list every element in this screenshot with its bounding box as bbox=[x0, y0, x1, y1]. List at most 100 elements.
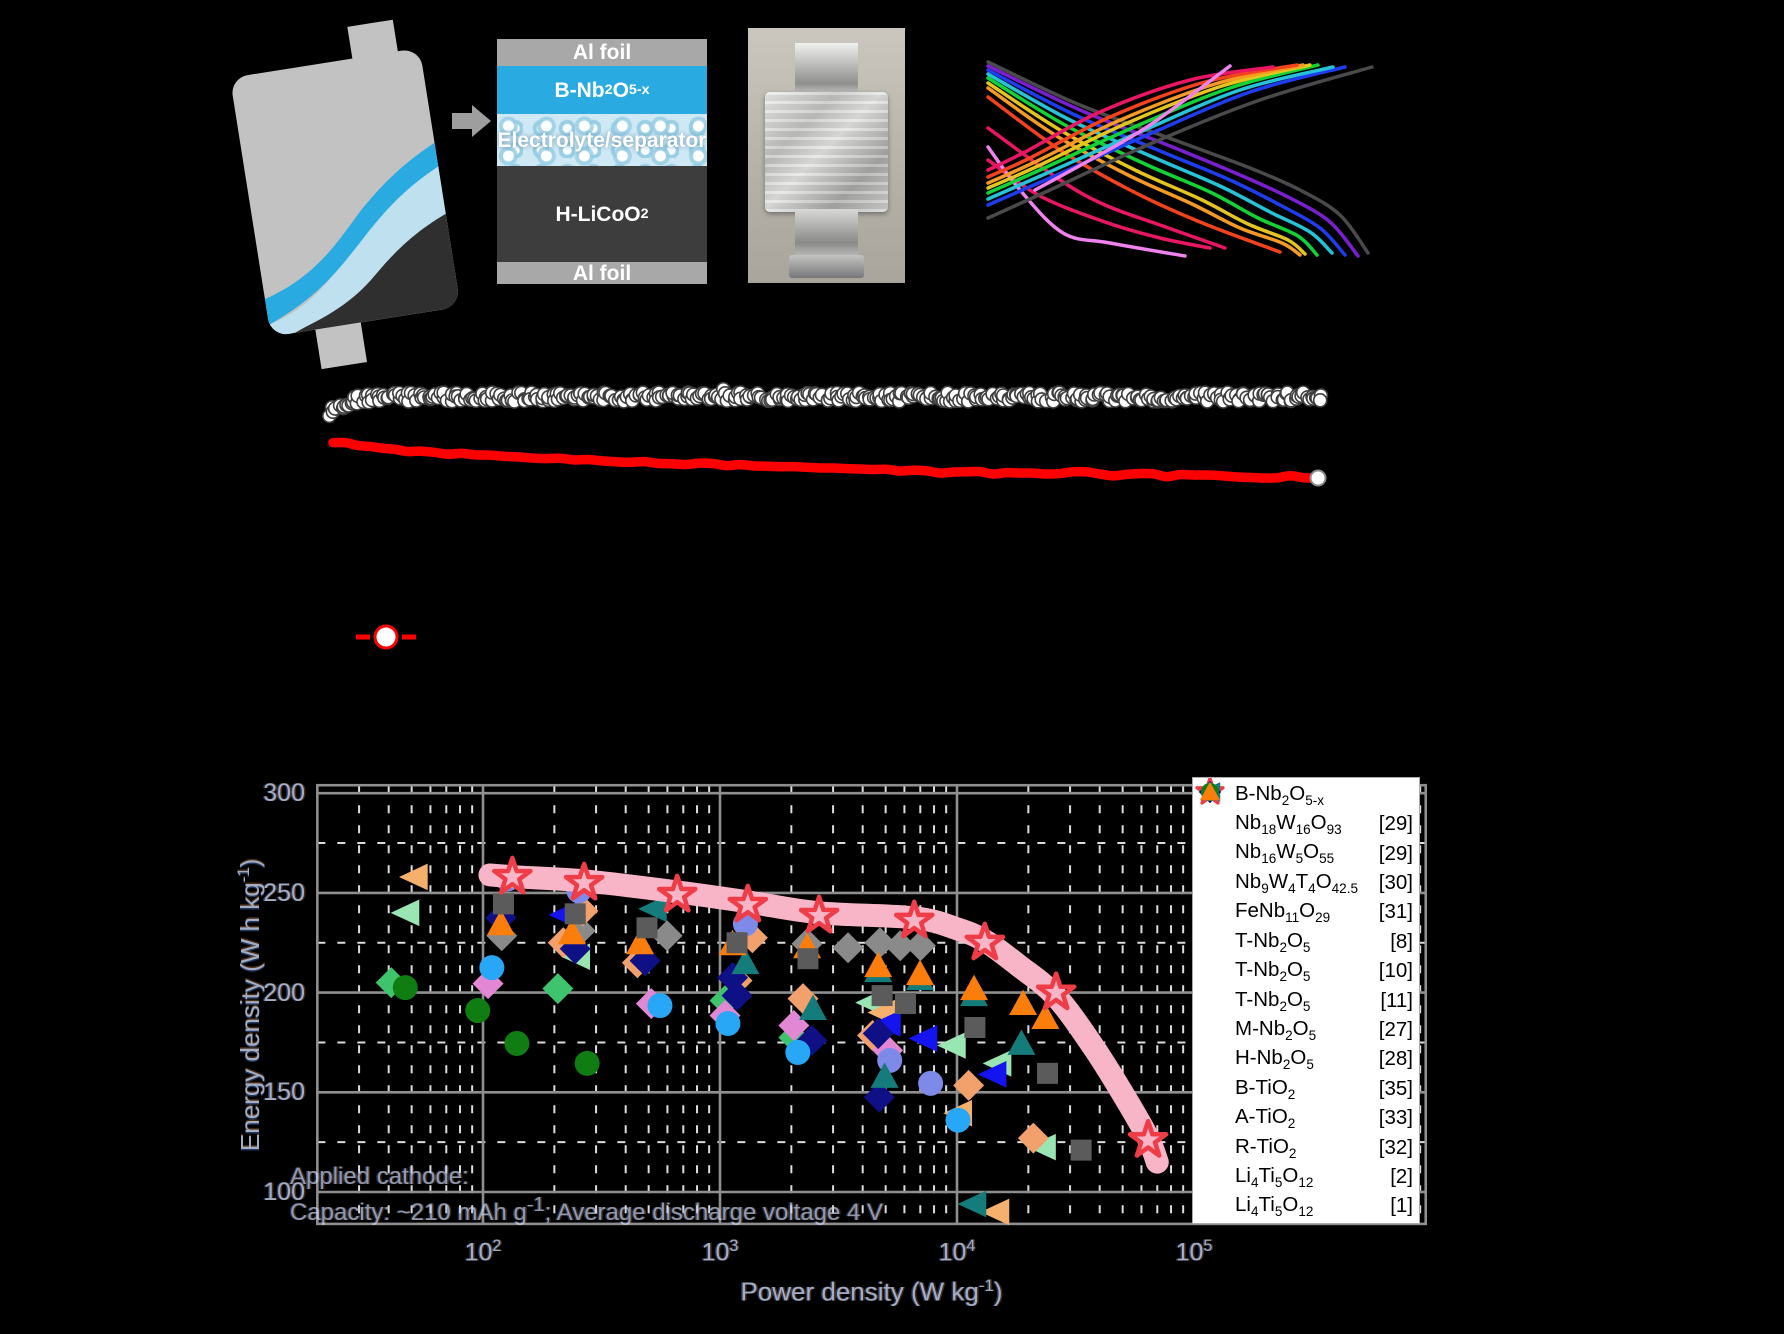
diamond-marker bbox=[721, 980, 753, 1012]
up-triangle-marker bbox=[960, 974, 989, 1001]
square-marker bbox=[726, 932, 748, 954]
star-marker bbox=[727, 883, 769, 923]
stack-layer-label-4: Al foil bbox=[497, 262, 707, 284]
up-triangle-marker bbox=[731, 948, 760, 975]
square-marker bbox=[1070, 1139, 1092, 1161]
diamond-marker bbox=[953, 1069, 985, 1101]
legend-formula: Nb16W5O55 bbox=[1235, 840, 1335, 867]
legend-row-2: Nb16W5O55 [29] bbox=[1199, 782, 1413, 868]
up-triangle-marker bbox=[799, 994, 828, 1021]
pouch-cell-drawing bbox=[232, 19, 461, 370]
left-triangle-marker bbox=[637, 895, 667, 923]
up-triangle-marker bbox=[557, 918, 586, 945]
diamond-marker bbox=[863, 1081, 895, 1113]
y-tick-label: 150 bbox=[263, 1078, 305, 1107]
legend-row-3: Nb9W4T4O42.5[30] bbox=[1199, 782, 1413, 897]
voltage-curve-19 bbox=[1033, 64, 1232, 192]
square-marker bbox=[1037, 1062, 1059, 1084]
star-marker bbox=[492, 855, 533, 895]
legend-marker-icon bbox=[1199, 782, 1235, 926]
legend-formula: B-TiO2 bbox=[1235, 1075, 1296, 1102]
legend-reference: [1] bbox=[1390, 1194, 1413, 1218]
square-marker bbox=[636, 917, 658, 939]
legend-marker-icon bbox=[1199, 783, 1235, 1103]
up-triangle-marker bbox=[626, 928, 655, 955]
legend-reference: [29] bbox=[1378, 841, 1413, 865]
legend-row-9: H-Nb2O5[28] bbox=[1198, 780, 1413, 1074]
voltage-curve-4 bbox=[986, 76, 1319, 257]
up-triangle-marker bbox=[1007, 1029, 1036, 1055]
legend-reference: [10] bbox=[1378, 959, 1413, 983]
legend-formula: FeNb11O29 bbox=[1235, 899, 1331, 926]
efficiency-point bbox=[1312, 392, 1328, 408]
diamond-marker bbox=[542, 973, 574, 1005]
up-triangle-marker bbox=[486, 909, 515, 936]
circle-marker bbox=[465, 998, 491, 1024]
voltage-curve-14 bbox=[986, 63, 1320, 195]
star-marker bbox=[798, 894, 840, 934]
voltage-curve-5 bbox=[986, 81, 1307, 256]
star-marker bbox=[656, 873, 698, 913]
legend-formula: A-TiO2 bbox=[1235, 1105, 1296, 1132]
voltage-curve-16 bbox=[986, 63, 1305, 185]
stack-layer-label-0: Al foil bbox=[497, 39, 707, 66]
legend-row-10: B-TiO2[35] bbox=[1199, 783, 1413, 1103]
diamond-marker bbox=[651, 920, 683, 952]
x-axis-title: Power density (W kg-1) bbox=[740, 1276, 1003, 1307]
trend-band bbox=[478, 863, 1169, 1174]
square-marker bbox=[964, 1016, 986, 1038]
photo-bottom-tab bbox=[795, 209, 858, 258]
up-triangle-marker bbox=[1009, 989, 1038, 1016]
legend-reference: [29] bbox=[1378, 812, 1413, 836]
square-marker bbox=[492, 893, 514, 915]
legend-row-13: Li4Ti5O12[2] bbox=[1199, 781, 1413, 1191]
annotation-line-1: Applied cathode: bbox=[290, 1163, 469, 1190]
legend-row-12: R-TiO2[32] bbox=[1199, 783, 1413, 1162]
pouch-bottom-tab bbox=[314, 316, 368, 370]
diamond-marker bbox=[862, 1017, 894, 1049]
circle-marker bbox=[504, 1030, 530, 1056]
left-triangle-marker bbox=[937, 1032, 966, 1059]
left-triangle-marker bbox=[1027, 1133, 1056, 1161]
capacity-retention-line bbox=[328, 437, 1323, 483]
voltage-curve-1 bbox=[986, 64, 1360, 258]
left-triangle-marker bbox=[957, 1190, 987, 1218]
legend-marker-icon bbox=[1198, 780, 1235, 956]
circle-marker bbox=[918, 1070, 944, 1096]
annotation-line-2: Capacity: ~210 mAh g-1; Average discharg… bbox=[290, 1194, 884, 1226]
legend-row-7: T-Nb2O5[11] bbox=[1198, 780, 1413, 1015]
legend-marker-icon bbox=[1199, 782, 1235, 897]
up-triangle-marker bbox=[905, 959, 934, 986]
y-tick-label: 250 bbox=[263, 878, 305, 907]
legend-formula: H-Nb2O5 bbox=[1235, 1046, 1314, 1073]
legend-formula: Nb9W4T4O42.5 bbox=[1235, 869, 1358, 896]
legend-marker-icon bbox=[1199, 781, 1235, 1220]
legend-row-4: FeNb11O29 [31] bbox=[1199, 782, 1413, 927]
legend-row-1: Nb18W16O93[29] bbox=[1199, 782, 1413, 838]
voltage-curve-9 bbox=[986, 158, 1212, 250]
legend-reference: [32] bbox=[1378, 1135, 1413, 1159]
legend-row-11: A-TiO2[33] bbox=[1199, 783, 1413, 1132]
y-tick-label: 200 bbox=[263, 978, 305, 1007]
plot-frame bbox=[316, 783, 1428, 1226]
diamond-marker bbox=[904, 930, 936, 962]
left-triangle-marker bbox=[908, 1025, 938, 1052]
star-marker bbox=[563, 861, 605, 901]
legend-formula: B-Nb2O5-x bbox=[1235, 781, 1324, 808]
pouch-cell-photo bbox=[748, 28, 905, 283]
legend-reference: [31] bbox=[1378, 900, 1413, 924]
circle-marker bbox=[715, 1011, 741, 1037]
capacity-legend-circle bbox=[373, 624, 399, 650]
pouch-cell-schematic bbox=[232, 19, 491, 370]
circle-marker bbox=[785, 1039, 811, 1065]
legend-reference: [2] bbox=[1390, 1164, 1413, 1188]
legend-row-5: T-Nb2O5[8] bbox=[1198, 780, 1413, 956]
voltage-curve-17 bbox=[986, 63, 1299, 179]
star-marker bbox=[964, 921, 1006, 961]
left-triangle-marker bbox=[398, 863, 428, 891]
photo-pouch-crease bbox=[765, 91, 888, 212]
legend-marker-icon bbox=[1199, 782, 1235, 868]
